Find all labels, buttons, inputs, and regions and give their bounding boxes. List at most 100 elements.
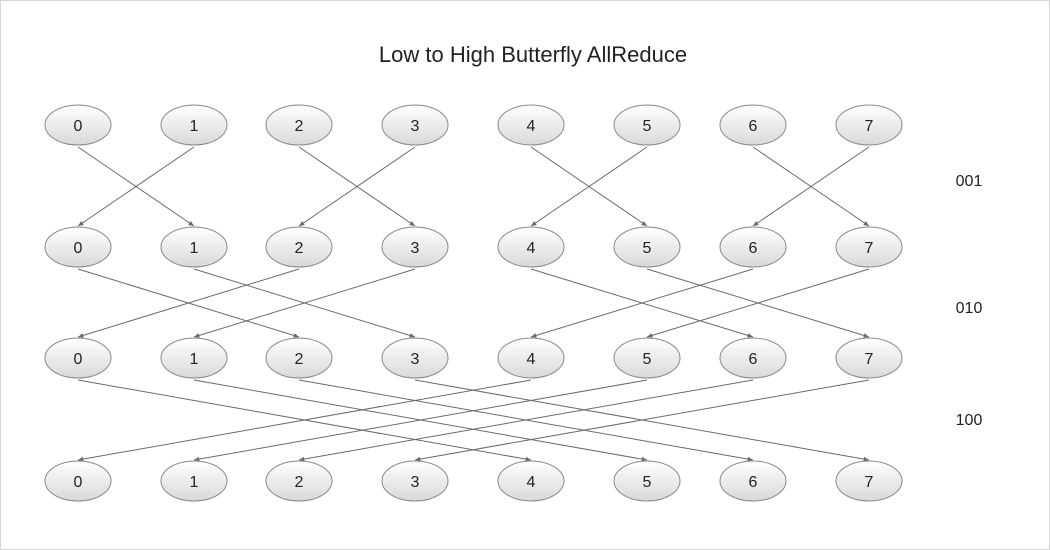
node-level0-6: 6 (719, 104, 787, 146)
node-level1-6: 6 (719, 226, 787, 268)
node-level3-4: 4 (497, 460, 565, 502)
stage-label-2: 010 (956, 300, 983, 317)
node-level1-5: 5 (613, 226, 681, 268)
node-ellipse (835, 226, 903, 268)
node-label: 1 (190, 474, 199, 491)
node-label: 0 (74, 474, 83, 491)
edge-stage3-4-to-0 (77, 379, 532, 462)
node-ellipse (719, 460, 787, 502)
edge-stage1-3-to-2 (298, 146, 416, 227)
edge-stage2-7-to-5 (646, 268, 870, 338)
node-level1-2: 2 (265, 226, 333, 268)
node-ellipse (613, 226, 681, 268)
node-label: 5 (643, 240, 652, 257)
node-label: 0 (74, 118, 83, 135)
node-label: 7 (865, 351, 874, 368)
node-ellipse (719, 226, 787, 268)
edge-stage2-2-to-0 (77, 268, 300, 338)
edge-stage3-5-to-1 (193, 379, 648, 462)
node-ellipse (160, 226, 228, 268)
edge-stage2-3-to-1 (193, 268, 416, 338)
node-label: 6 (749, 351, 758, 368)
nodes-layer: 0 1 2 3 4 5 6 7 0 1 2 3 4 5 6 7 0 1 2 3 4 5 6 7 0 1 2 3 4 5 6 7 (44, 104, 903, 502)
node-ellipse (381, 337, 449, 379)
node-ellipse (835, 337, 903, 379)
node-level0-3: 3 (381, 104, 449, 146)
node-level1-1: 1 (160, 226, 228, 268)
node-level2-0: 0 (44, 337, 112, 379)
node-label: 1 (190, 351, 199, 368)
node-ellipse (613, 104, 681, 146)
node-ellipse (497, 460, 565, 502)
node-ellipse (497, 226, 565, 268)
node-level3-6: 6 (719, 460, 787, 502)
node-ellipse (44, 337, 112, 379)
node-level1-4: 4 (497, 226, 565, 268)
node-label: 0 (74, 240, 83, 257)
node-ellipse (835, 104, 903, 146)
node-ellipse (44, 104, 112, 146)
node-label: 3 (411, 240, 420, 257)
node-label: 3 (411, 474, 420, 491)
node-ellipse (719, 104, 787, 146)
node-ellipse (497, 104, 565, 146)
node-level3-7: 7 (835, 460, 903, 502)
node-label: 7 (865, 474, 874, 491)
node-ellipse (265, 337, 333, 379)
node-ellipse (613, 337, 681, 379)
node-level1-3: 3 (381, 226, 449, 268)
node-level0-2: 2 (265, 104, 333, 146)
node-label: 1 (190, 240, 199, 257)
node-level2-7: 7 (835, 337, 903, 379)
node-label: 3 (411, 118, 420, 135)
node-label: 3 (411, 351, 420, 368)
edge-stage1-1-to-0 (77, 146, 195, 227)
node-label: 2 (295, 351, 304, 368)
node-ellipse (497, 337, 565, 379)
edge-stage1-7-to-6 (752, 146, 870, 227)
stage-labels-layer: 001 010 100 (956, 173, 983, 429)
node-ellipse (265, 104, 333, 146)
node-label: 7 (865, 118, 874, 135)
stage-label-1: 001 (956, 173, 983, 190)
node-ellipse (381, 104, 449, 146)
node-label: 6 (749, 474, 758, 491)
node-label: 0 (74, 351, 83, 368)
node-ellipse (381, 460, 449, 502)
node-level3-1: 1 (160, 460, 228, 502)
node-level2-1: 1 (160, 337, 228, 379)
stage-label-3: 100 (956, 412, 983, 429)
node-label: 2 (295, 118, 304, 135)
node-level3-2: 2 (265, 460, 333, 502)
node-label: 5 (643, 351, 652, 368)
node-ellipse (44, 460, 112, 502)
node-ellipse (613, 460, 681, 502)
node-ellipse (835, 460, 903, 502)
node-label: 6 (749, 118, 758, 135)
node-label: 7 (865, 240, 874, 257)
node-level2-6: 6 (719, 337, 787, 379)
node-level0-1: 1 (160, 104, 228, 146)
node-label: 5 (643, 474, 652, 491)
node-level2-4: 4 (497, 337, 565, 379)
node-label: 4 (527, 240, 536, 257)
node-level3-3: 3 (381, 460, 449, 502)
node-level0-0: 0 (44, 104, 112, 146)
node-ellipse (160, 104, 228, 146)
node-ellipse (160, 460, 228, 502)
node-level1-0: 0 (44, 226, 112, 268)
node-label: 4 (527, 351, 536, 368)
node-ellipse (160, 337, 228, 379)
node-label: 6 (749, 240, 758, 257)
node-level2-2: 2 (265, 337, 333, 379)
diagram-title: Low to High Butterfly AllReduce (378, 42, 688, 67)
edge-stage3-6-to-2 (298, 379, 754, 462)
node-label: 1 (190, 118, 199, 135)
node-ellipse (265, 460, 333, 502)
node-level1-7: 7 (835, 226, 903, 268)
node-level0-5: 5 (613, 104, 681, 146)
node-label: 4 (527, 118, 536, 135)
node-level2-5: 5 (613, 337, 681, 379)
